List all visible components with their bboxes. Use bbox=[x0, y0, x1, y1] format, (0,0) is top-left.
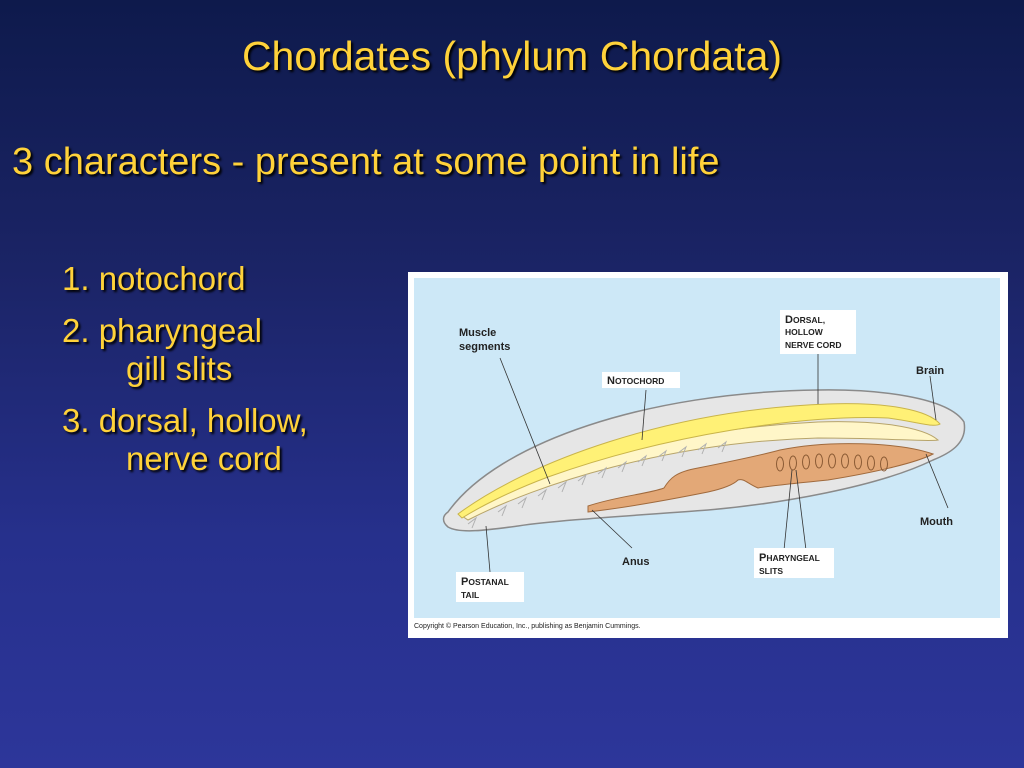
dorsal-label-line-2: HOLLOW bbox=[785, 327, 824, 337]
muscle-label-line-1: Muscle bbox=[459, 327, 496, 339]
pharyngeal-slits-shape bbox=[776, 453, 888, 472]
anus-label: Anus bbox=[622, 556, 650, 568]
nerve-cord-shape bbox=[457, 403, 941, 519]
list-item-notochord: 1. notochord bbox=[62, 260, 402, 298]
list-item-gill-slits: 2. pharyngeal gill slits bbox=[62, 312, 402, 388]
muscle-label-line-2: segments bbox=[459, 341, 510, 353]
list-item-line: 2. pharyngeal bbox=[62, 312, 262, 349]
leader-lines bbox=[485, 354, 949, 573]
lancelet-diagram: Muscle segments DORSAL, HOLLOW NERVE COR… bbox=[408, 272, 1008, 638]
list-item-line: 1. notochord bbox=[62, 260, 246, 297]
gut-shape bbox=[587, 443, 935, 513]
muscle-segments-shape bbox=[467, 440, 728, 529]
list-item-line-continued: nerve cord bbox=[126, 440, 282, 477]
postanal-label-line-2: TAIL bbox=[461, 590, 479, 600]
lancelet-illustration: Muscle segments DORSAL, HOLLOW NERVE COR… bbox=[414, 278, 1000, 618]
characters-list: 1. notochord 2. pharyngeal gill slits 3.… bbox=[62, 260, 402, 492]
mouth-label: Mouth bbox=[920, 516, 953, 528]
postanal-label-box bbox=[456, 572, 524, 602]
pharyngeal-label-box bbox=[754, 548, 834, 578]
slide-subtitle: 3 characters - present at some point in … bbox=[12, 141, 720, 183]
notochord-label-box bbox=[602, 372, 680, 388]
brain-label: Brain bbox=[916, 365, 944, 377]
pharyngeal-label-line-1: PHARYNGEAL bbox=[759, 552, 820, 564]
dorsal-label-line-1: DORSAL, bbox=[785, 314, 825, 326]
slide-title: Chordates (phylum Chordata) bbox=[241, 33, 783, 79]
dorsal-label-box bbox=[780, 310, 856, 354]
postanal-label-line-1: POSTANAL bbox=[461, 576, 509, 588]
list-item-line-continued: gill slits bbox=[126, 350, 233, 387]
pharyngeal-label-line-2: SLITS bbox=[759, 566, 783, 576]
notochord-label: NOTOCHORD bbox=[607, 375, 664, 387]
dorsal-label-line-3: NERVE CORD bbox=[785, 340, 842, 350]
copyright-notice: Copyright © Pearson Education, Inc., pub… bbox=[414, 623, 641, 630]
list-item-line: 3. dorsal, hollow, bbox=[62, 402, 308, 439]
list-item-nerve-cord: 3. dorsal, hollow, nerve cord bbox=[62, 402, 402, 478]
